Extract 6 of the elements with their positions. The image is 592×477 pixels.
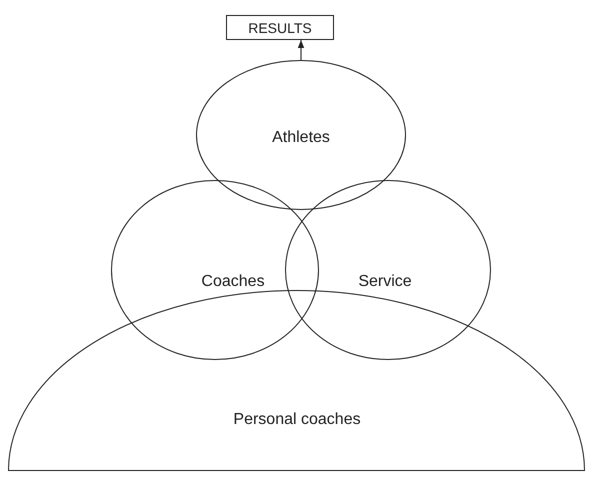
node-label: Service bbox=[358, 273, 412, 291]
node-label: Athletes bbox=[272, 129, 330, 147]
node-label: Coaches bbox=[201, 273, 265, 291]
arrow bbox=[298, 40, 304, 60]
label-box: RESULTS bbox=[226, 15, 334, 40]
node-label: Personal coaches bbox=[233, 411, 361, 429]
